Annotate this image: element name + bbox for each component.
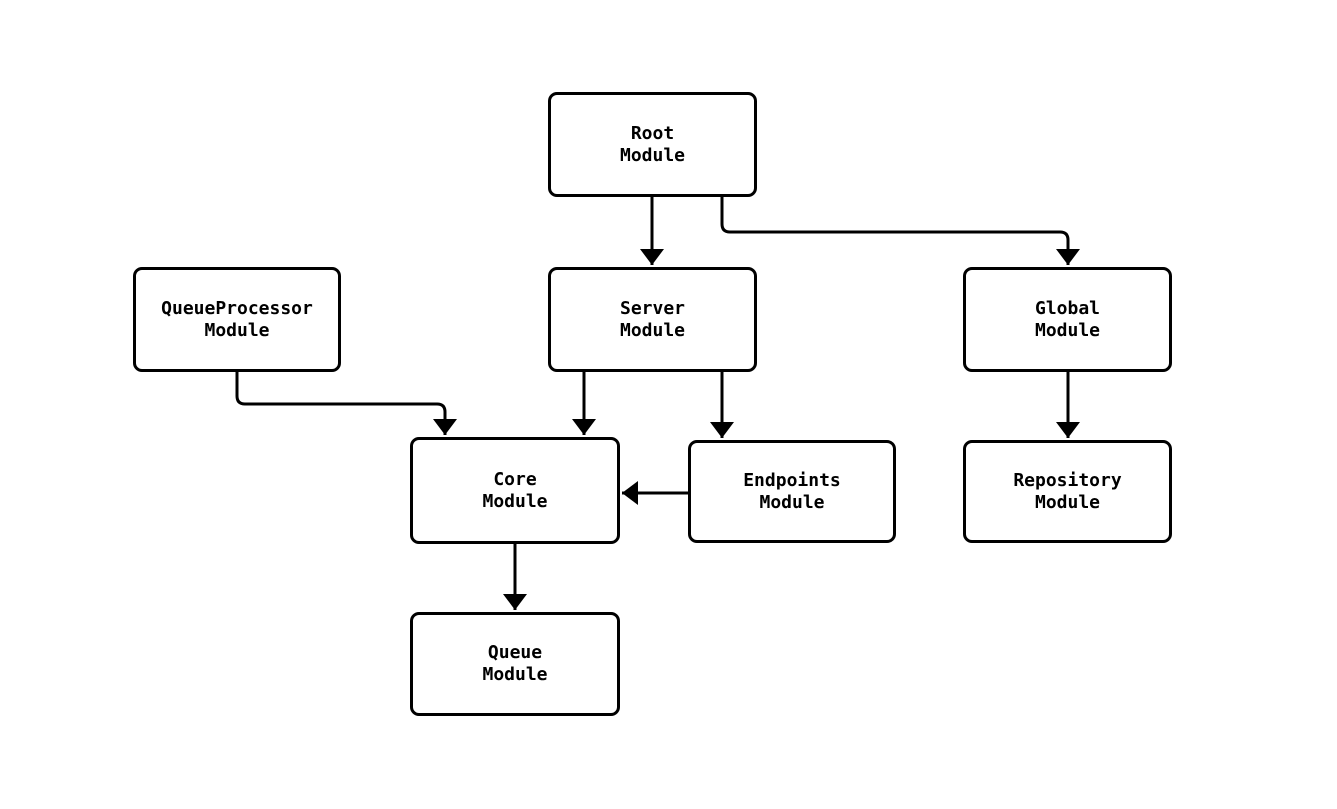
node-repository-label-line: Repository: [1013, 469, 1122, 491]
node-queueprocessor-label-line: Module: [204, 319, 270, 341]
node-global-label-line: Global: [1034, 297, 1101, 319]
node-queueprocessor-label-line: QueueProcessor: [161, 297, 313, 319]
edge-queueprocessor-core: [235, 372, 457, 435]
node-root-label-line: Root: [630, 122, 675, 144]
node-global-label-line: Module: [1034, 319, 1101, 341]
node-endpoints-label-line: Module: [759, 491, 825, 513]
node-core-label-line: Core: [493, 468, 537, 490]
edges-group: [235, 197, 1080, 610]
node-queue-label-line: Queue: [487, 642, 543, 663]
edge-root-global: [720, 197, 1080, 265]
node-endpoints-label-line: Endpoints: [743, 469, 841, 491]
node-queue-label-line: Module: [482, 664, 548, 685]
node-server-label-line: Module: [619, 319, 686, 341]
node-repository-label-line: Module: [1034, 491, 1101, 513]
node-server-label-line: Server: [619, 297, 686, 319]
node-core-label-line: Module: [482, 490, 548, 512]
node-root-label-line: Module: [619, 144, 686, 166]
